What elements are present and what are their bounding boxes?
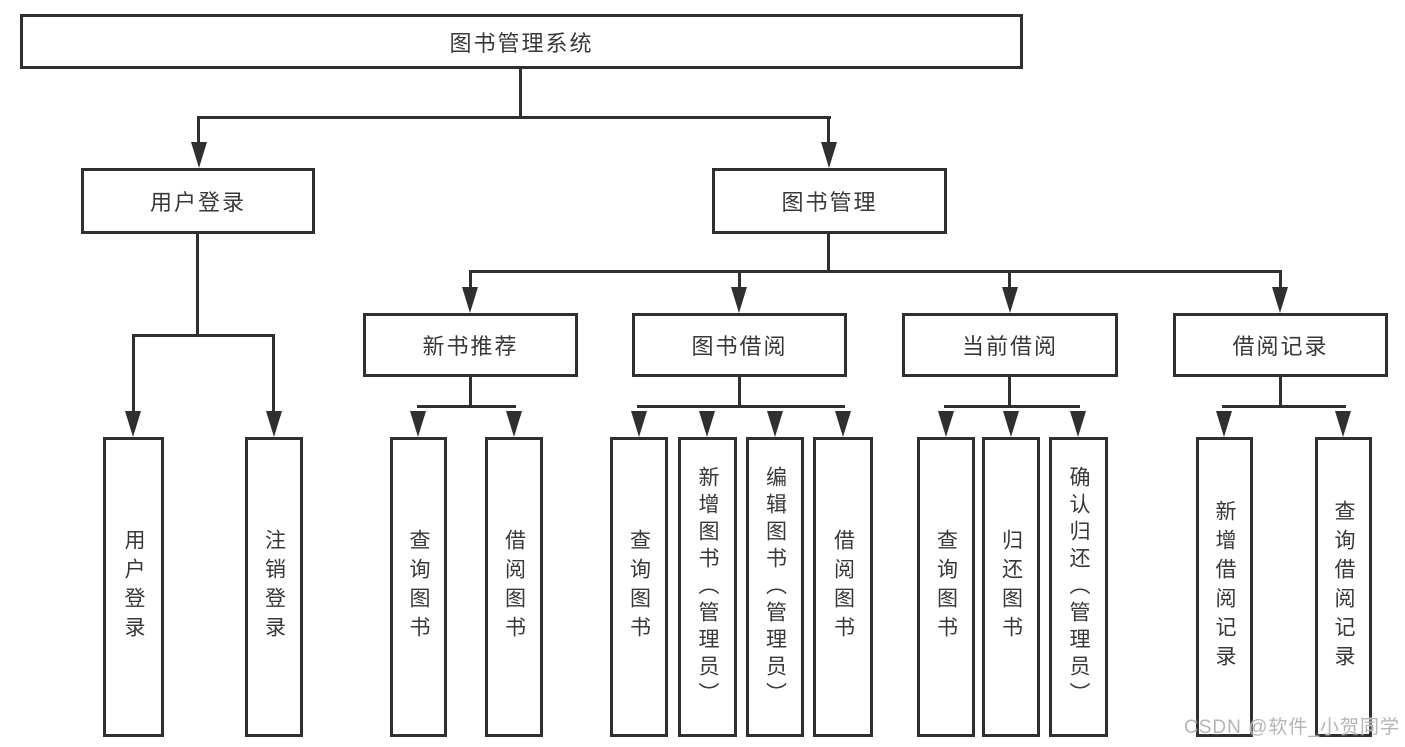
arrow-down-icon bbox=[1216, 411, 1232, 437]
connector-vline bbox=[1279, 270, 1282, 292]
node-label: 用户登录 bbox=[149, 190, 246, 215]
leaf-label: 查询图书 bbox=[627, 529, 651, 645]
leaf-logout: 注销登录 bbox=[245, 437, 303, 737]
connector-hline bbox=[197, 116, 831, 119]
leaf-label: 新增图书（管理员） bbox=[696, 465, 719, 709]
connector-vline bbox=[1279, 377, 1282, 408]
node-new-book-recommendation: 新书推荐 bbox=[363, 313, 578, 377]
leaf-query-borrow-record: 查询借阅记录 bbox=[1315, 437, 1372, 737]
leaf-label: 注销登录 bbox=[262, 529, 286, 645]
leaf-label: 查询图书 bbox=[934, 529, 958, 645]
leaf-label: 借阅图书 bbox=[831, 529, 855, 645]
arrow-down-icon bbox=[1003, 411, 1019, 437]
arrow-down-icon bbox=[462, 287, 478, 313]
leaf-query-books-recommend: 查询图书 bbox=[390, 437, 447, 737]
arrow-down-icon bbox=[731, 287, 747, 313]
arrow-down-icon bbox=[125, 411, 141, 437]
arrow-down-icon bbox=[835, 411, 851, 437]
connector-vline bbox=[469, 270, 472, 292]
node-label: 图书管理 bbox=[781, 190, 878, 215]
leaf-label: 新增借阅记录 bbox=[1213, 500, 1236, 674]
leaf-label: 编辑图书（管理员） bbox=[763, 465, 787, 709]
node-library-management-system: 图书管理系统 bbox=[20, 14, 1023, 69]
arrow-down-icon bbox=[631, 411, 647, 437]
node-label: 新书推荐 bbox=[422, 334, 519, 359]
node-current-borrowing: 当前借阅 bbox=[902, 313, 1118, 377]
node-borrowing-records: 借阅记录 bbox=[1173, 313, 1388, 377]
leaf-add-borrow-record: 新增借阅记录 bbox=[1196, 437, 1253, 737]
leaf-return-books: 归还图书 bbox=[982, 437, 1040, 737]
connector-vline bbox=[1008, 270, 1011, 292]
arrow-down-icon bbox=[191, 142, 207, 168]
leaf-add-books-admin: 新增图书（管理员） bbox=[678, 437, 737, 737]
arrow-down-icon bbox=[410, 411, 426, 437]
arrow-down-icon bbox=[266, 411, 282, 437]
leaf-user-login: 用户登录 bbox=[103, 437, 164, 737]
leaf-query-books-current: 查询图书 bbox=[917, 437, 975, 737]
connector-vline bbox=[196, 233, 199, 337]
leaf-label: 借阅图书 bbox=[502, 529, 526, 645]
connector-hline bbox=[1222, 405, 1346, 408]
connector-vline bbox=[827, 233, 830, 273]
leaf-borrow-books: 借阅图书 bbox=[813, 437, 873, 737]
connector-vline bbox=[738, 270, 741, 292]
node-label: 当前借阅 bbox=[961, 334, 1058, 359]
csdn-watermark: CSDN @软件_小贺同学 bbox=[1184, 717, 1400, 738]
connector-hline bbox=[637, 405, 845, 408]
arrow-down-icon bbox=[1335, 411, 1351, 437]
arrow-down-icon bbox=[767, 411, 783, 437]
connector-vline bbox=[197, 116, 200, 146]
leaf-label: 用户登录 bbox=[122, 529, 145, 645]
leaf-borrow-books-recommend: 借阅图书 bbox=[485, 437, 543, 737]
node-label: 图书借阅 bbox=[691, 334, 788, 359]
arrow-down-icon bbox=[699, 411, 715, 437]
connector-vline bbox=[738, 377, 741, 408]
connector-hline bbox=[469, 270, 1282, 273]
leaf-confirm-return-admin: 确认归还（管理员） bbox=[1049, 437, 1108, 737]
connector-hline bbox=[417, 405, 516, 408]
connector-vline bbox=[1008, 377, 1011, 408]
arrow-down-icon bbox=[1070, 411, 1086, 437]
connector-hline bbox=[132, 334, 275, 337]
connector-vline bbox=[469, 377, 472, 408]
arrow-down-icon bbox=[821, 142, 837, 168]
leaf-label: 查询借阅记录 bbox=[1332, 500, 1355, 674]
node-book-borrowing: 图书借阅 bbox=[632, 313, 847, 377]
connector-vline bbox=[827, 116, 830, 146]
leaf-label: 查询图书 bbox=[407, 529, 430, 645]
arrow-down-icon bbox=[1002, 287, 1018, 313]
leaf-label: 归还图书 bbox=[999, 529, 1023, 645]
arrow-down-icon bbox=[1272, 287, 1288, 313]
leaf-edit-books-admin: 编辑图书（管理员） bbox=[746, 437, 804, 737]
node-label: 图书管理系统 bbox=[449, 30, 594, 56]
node-book-management: 图书管理 bbox=[712, 168, 947, 234]
leaf-label: 确认归还（管理员） bbox=[1067, 465, 1090, 709]
connector-vline bbox=[519, 68, 522, 118]
arrow-down-icon bbox=[506, 411, 522, 437]
connector-hline bbox=[944, 405, 1080, 408]
leaf-query-books-borrow: 查询图书 bbox=[610, 437, 668, 737]
node-label: 借阅记录 bbox=[1232, 334, 1329, 359]
connector-vline bbox=[272, 334, 275, 413]
arrow-down-icon bbox=[938, 411, 954, 437]
connector-vline bbox=[132, 334, 135, 413]
node-user-login: 用户登录 bbox=[81, 168, 315, 234]
